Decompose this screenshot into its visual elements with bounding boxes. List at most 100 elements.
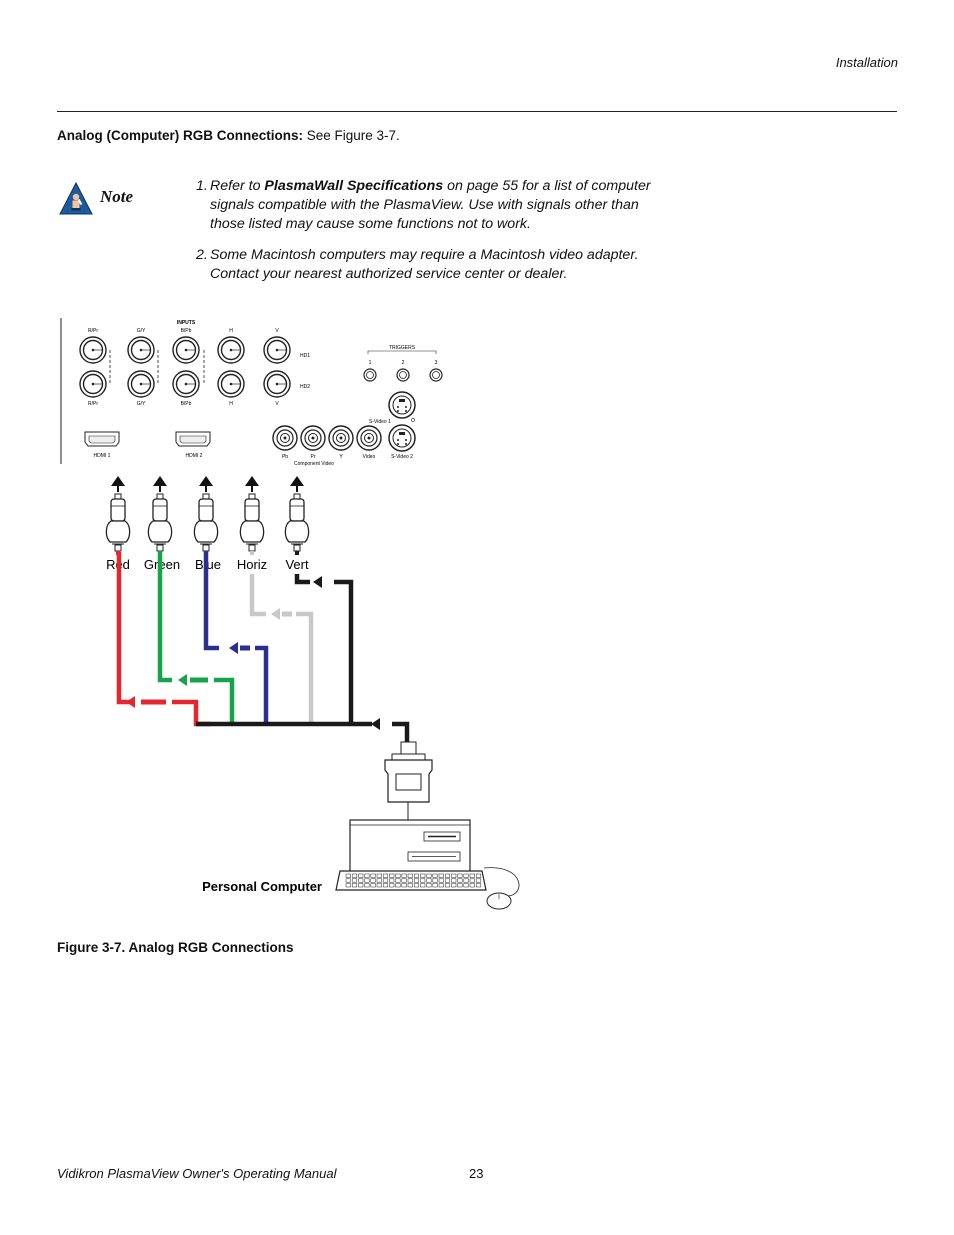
personal-computer-label: Personal Computer (202, 879, 322, 894)
direction-arrows (126, 576, 380, 730)
hd1-label: HD1 (300, 353, 310, 359)
bnc-plug (193, 476, 219, 555)
note-item-text-pre: Refer to (210, 178, 265, 194)
hdmi-2-label: HDMI 2 (186, 453, 203, 459)
bnc-jack (79, 370, 107, 398)
bnc-dashed-links (109, 350, 205, 384)
rca-jack (272, 425, 298, 451)
bnc-plug (147, 476, 173, 555)
trigger-number: 2 (402, 360, 405, 366)
rca-jack (356, 425, 382, 451)
header-section-title: Installation (835, 55, 898, 70)
blue-cable (203, 552, 219, 651)
trigger-jack (396, 368, 410, 382)
ground-screw-icon (411, 418, 415, 422)
trigger-jack (363, 368, 377, 382)
note-item-bold-ref: PlasmaWall Specifications (264, 178, 444, 194)
bnc-jack (263, 336, 291, 364)
red-arrow-icon (126, 696, 135, 708)
bnc-plugs (105, 476, 310, 555)
up-arrow-icon (111, 476, 125, 486)
note-list: 1.Refer to PlasmaWall Specifications on … (196, 177, 656, 284)
cable-label: Vert (285, 557, 309, 572)
red-cable (116, 552, 130, 705)
bnc-plug (284, 476, 310, 555)
note-icon (59, 182, 93, 215)
bnc-jack (217, 370, 245, 398)
svideo-2-port (388, 424, 416, 452)
up-arrow-icon (199, 476, 213, 486)
horiz-cable (249, 574, 266, 617)
hdmi-port-2: HDMI 2 (175, 431, 211, 459)
note-item-number: 1. (196, 178, 208, 194)
bnc-jack (172, 336, 200, 364)
bnc-column-label: H (229, 328, 233, 334)
section-heading: Analog (Computer) RGB Connections: See F… (57, 128, 400, 143)
hd2-label: HD2 (300, 384, 310, 390)
header-rule (57, 111, 897, 112)
section-heading-bold: Analog (Computer) RGB Connections: (57, 128, 303, 143)
bnc-plug (239, 476, 265, 555)
note-item-text-post: on page 55 for a list of computer signal… (210, 178, 651, 232)
bnc-column-label: V (275, 401, 279, 407)
svideo-1-port (388, 391, 416, 419)
bnc-column-label: R/Pr (88, 328, 98, 334)
bnc-column-label: H (229, 401, 233, 407)
bnc-plug (105, 476, 131, 555)
bundle-to-dsub (392, 721, 410, 744)
bnc-jack (172, 370, 200, 398)
trigger-jacks: 1 2 3 (363, 360, 443, 382)
note-item-2: 2.Some Macintosh computers may require a… (196, 246, 656, 284)
up-arrow-icon (245, 476, 259, 486)
note-item-1: 1.Refer to PlasmaWall Specifications on … (196, 177, 656, 234)
dsub-vga-connector (384, 741, 433, 820)
horiz-cable-feed (296, 611, 314, 724)
trigger-jack (429, 368, 443, 382)
vert-cable-feed (334, 579, 354, 724)
bnc-jack (263, 370, 291, 398)
cable-label: Horiz (237, 557, 267, 572)
triggers-bracket (367, 350, 437, 354)
bnc-column-label: B/Pb (181, 328, 192, 334)
bnc-column-label: G/Y (137, 401, 146, 407)
rca-jack (328, 425, 354, 451)
rca-label: Pb (282, 454, 288, 460)
figure-caption: Figure 3-7. Analog RGB Connections (57, 940, 294, 955)
green-cable-feed (214, 677, 235, 724)
green-cable (157, 552, 172, 683)
hdmi-1-label: HDMI 1 (94, 453, 111, 459)
svideo-2-label: S-Video 2 (391, 454, 413, 460)
bnc-jack (217, 336, 245, 364)
section-heading-rest: See Figure 3-7. (303, 128, 400, 143)
svideo-1-label: S-Video 1 (369, 419, 391, 425)
green-arrow-icon (178, 674, 187, 686)
trigger-number: 1 (369, 360, 372, 366)
vert-cable (294, 574, 310, 585)
rca-label: Y (339, 454, 343, 460)
vert-arrow-icon (313, 576, 322, 588)
bnc-jack (79, 336, 107, 364)
triggers-title: TRIGGERS (389, 345, 416, 351)
up-arrow-icon (153, 476, 167, 486)
component-video-label: Component Video (294, 461, 334, 467)
bnc-jack (127, 370, 155, 398)
note-item-number: 2. (196, 247, 208, 263)
footer-page-number: 23 (469, 1166, 484, 1181)
blue-arrow-icon (229, 642, 238, 654)
bnc-column-label: B/Pb (181, 401, 192, 407)
cable-routing (116, 552, 410, 744)
bnc-column-label: V (275, 328, 279, 334)
footer-manual-title: Vidikron PlasmaView Owner's Operating Ma… (57, 1166, 337, 1181)
horiz-arrow-icon (271, 608, 280, 620)
inputs-title: INPUTS (177, 320, 196, 326)
red-cable-feed (172, 699, 211, 727)
note-label: Note (100, 187, 134, 206)
bnc-jack (127, 336, 155, 364)
trigger-number: 3 (435, 360, 438, 366)
personal-computer-icon (335, 819, 520, 910)
rca-label: Video (363, 454, 376, 460)
bundle-arrow-icon (371, 718, 380, 730)
